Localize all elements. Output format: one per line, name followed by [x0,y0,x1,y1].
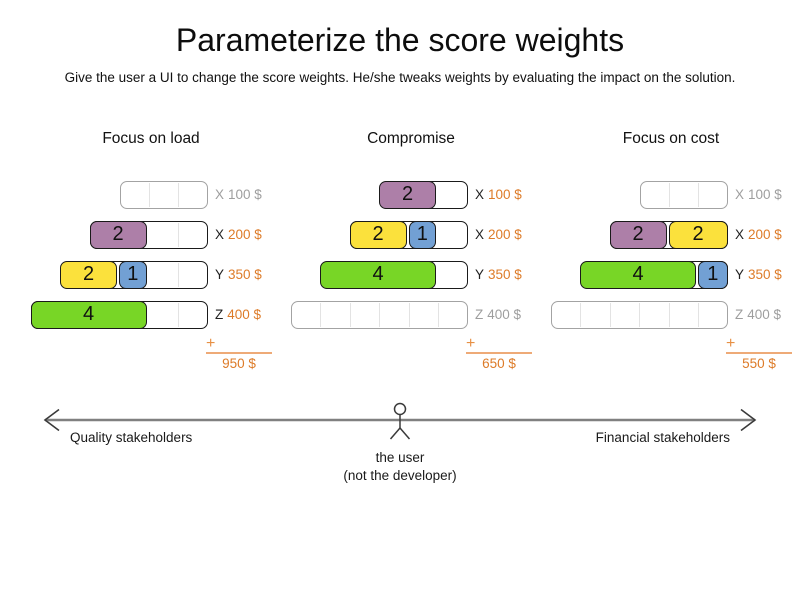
weight-segment-plum: 2 [609,220,667,249]
unit-divider [178,303,179,327]
panel-title: Compromise [367,130,455,147]
constraint-price: 350 $ [488,267,522,282]
sum-line [206,352,272,354]
constraint-price: 350 $ [748,267,782,282]
unit-divider [349,303,351,327]
constraint-price: 400 $ [227,307,262,322]
constraint-price: 200 $ [748,227,782,242]
constraint-letter: Z [215,307,224,322]
sum-plus-sign: + [206,335,216,352]
unit-divider [178,263,179,287]
right-arrowhead-icon [740,408,757,432]
weight-bar [639,181,728,209]
constraint-price: 200 $ [228,227,262,242]
constraint-price: 400 $ [487,307,522,322]
weight-segment-butter: 2 [668,220,728,249]
unit-divider [698,183,699,207]
sum-total: 950 $ [222,356,256,371]
weight-segment-plum: 2 [89,220,147,249]
panel-title: Focus on cost [622,130,720,147]
unit-divider [320,303,321,327]
weight-bar: 2 [89,220,208,249]
unit-divider [438,303,439,327]
weight-bar [551,301,728,329]
constraint-price: 100 $ [488,187,522,202]
constraint-letter: Y [735,267,745,282]
constraint-letter: X [215,227,225,242]
unit-divider [178,223,179,247]
unit-divider [178,183,179,207]
stakeholder-axis [43,402,757,440]
weight-segment-green: 4 [580,260,696,289]
weight-segment-sky: 1 [119,260,147,289]
axis-label-quality: Quality stakeholders [70,430,193,445]
weight-segment-sky: 1 [408,220,436,249]
weight-bar: 4 [30,300,208,329]
unit-divider [668,303,670,327]
unit-divider [148,183,150,207]
constraint-letter: Z [735,307,744,322]
weight-segment-butter: 2 [60,260,117,289]
sum-total: 550 $ [742,356,776,371]
weight-bar: 4 [320,260,468,289]
weight-segment-green: 4 [320,260,436,289]
unit-divider [580,303,581,327]
sum-line [466,352,532,354]
user-sublabel: (not the developer) [343,468,457,483]
weight-bar: 2 [379,180,468,209]
constraint-letter: X [735,187,745,202]
constraint-price: 100 $ [748,187,782,202]
weight-bar [291,301,468,329]
constraint-letter: Z [475,307,484,322]
weight-segment-butter: 2 [349,220,407,249]
sum-plus-sign: + [466,335,476,352]
unit-divider [379,303,380,327]
unit-divider [698,303,699,327]
unit-divider [639,303,640,327]
sum-plus-sign: + [726,335,736,352]
sum-total: 650 $ [482,356,516,371]
weight-segment-plum: 2 [379,180,436,209]
sum-line [726,352,792,354]
constraint-letter: Y [475,267,485,282]
panel-title: Focus on load [102,130,200,147]
constraint-price: 200 $ [488,227,522,242]
constraint-price: 100 $ [228,187,262,202]
weight-segment-green: 4 [30,300,147,329]
stick-figure-icon [389,402,411,440]
page-title: Parameterize the score weights [175,22,625,58]
constraint-letter: Y [215,267,225,282]
constraint-price: 350 $ [228,267,262,282]
unit-divider [609,303,611,327]
constraint-price: 400 $ [747,307,782,322]
axis-label-financial: Financial stakeholders [595,430,730,445]
weight-segment-sky: 1 [698,260,728,289]
left-arrowhead-icon [43,408,60,432]
constraint-letter: X [475,227,485,242]
unit-divider [408,303,410,327]
constraint-letter: X [735,227,745,242]
user-label: the user [375,450,425,465]
constraint-letter: X [215,187,225,202]
weight-bar [119,181,208,209]
unit-divider [668,183,670,207]
page-subtitle: Give the user a UI to change the score w… [64,70,736,85]
constraint-letter: X [475,187,485,202]
